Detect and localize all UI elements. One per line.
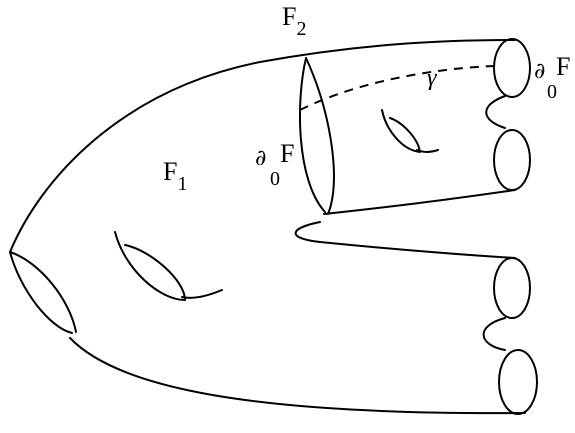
lower-outline bbox=[69, 337, 526, 415]
tube-lower-connector bbox=[482, 317, 506, 351]
tube-upper-connector bbox=[485, 95, 506, 129]
inner-upper-edge bbox=[323, 189, 516, 215]
tube-bottom-lower bbox=[498, 349, 538, 415]
label-f2: F2 bbox=[282, 2, 306, 40]
f2-cross-section-back bbox=[305, 57, 335, 215]
tube-top-upper bbox=[493, 38, 531, 98]
f2-cross-section-front bbox=[298, 57, 326, 213]
gamma-curve bbox=[299, 65, 496, 111]
label-f1: F1 bbox=[163, 157, 187, 195]
handle-left bbox=[114, 231, 223, 301]
left-boundary-front bbox=[9, 251, 73, 334]
handle-right bbox=[381, 109, 439, 153]
tube-top-lower bbox=[493, 129, 531, 191]
left-boundary-back bbox=[9, 251, 77, 333]
tube-bottom-upper bbox=[493, 257, 531, 319]
inner-lower-edge bbox=[294, 221, 516, 259]
label-gamma: γ bbox=[427, 65, 437, 91]
label-boundary-inner: ∂0F bbox=[255, 139, 294, 190]
label-boundary-right: ∂0F bbox=[534, 52, 570, 103]
upper-outline bbox=[9, 39, 516, 253]
